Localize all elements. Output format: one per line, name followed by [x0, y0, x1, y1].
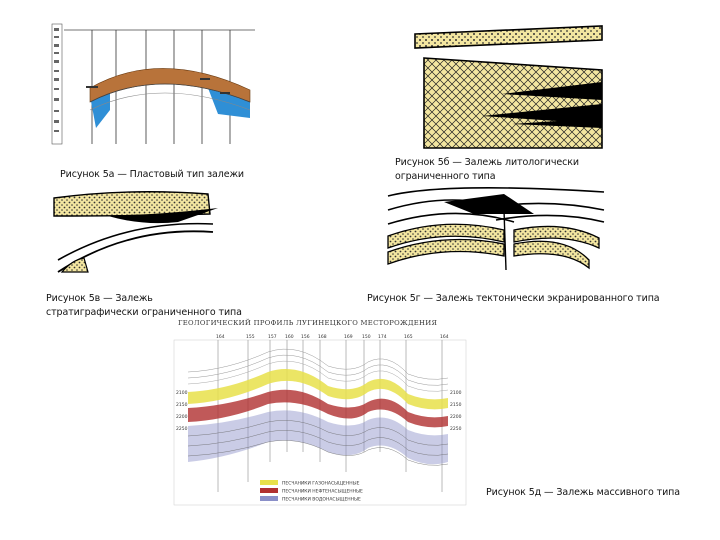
caption-5a: Рисунок 5а — Пластовый тип залежи [60, 169, 244, 180]
depth-label-left: 2200 [176, 414, 188, 420]
well-label: 164 [440, 334, 449, 340]
figure-5d-diagram: ГЕОЛОГИЧЕСКИЙ ПРОФИЛЬ ЛУГИНЕЦКОГО МЕСТОР… [173, 318, 467, 506]
depth-label-right: 2100 [450, 390, 462, 396]
depth-label-right: 2250 [450, 426, 462, 432]
figure-5a-diagram [51, 23, 255, 145]
depth-label-left: 2100 [176, 390, 188, 396]
caption-5d: Рисунок 5д — Залежь массивного типа [486, 487, 680, 498]
well-label: 174 [378, 334, 387, 340]
depth-label-right: 2150 [450, 402, 462, 408]
caption-5b: Рисунок 5б — Залежь литологически ограни… [395, 156, 655, 184]
depth-label-right: 2200 [450, 414, 462, 420]
well-label: 150 [362, 334, 371, 340]
well-label: 156 [301, 334, 310, 340]
figure-5v [48, 186, 223, 278]
well-label: 168 [318, 334, 327, 340]
caption-5v: Рисунок 5в — Залежь стратиграфически огр… [46, 293, 242, 318]
figure-5v-diagram [53, 191, 218, 273]
caption-5b-text: Рисунок 5б — Залежь литологически ограни… [395, 157, 579, 182]
figure-5g [384, 180, 609, 275]
figure-5b-diagram [414, 25, 603, 149]
figure-5a [50, 18, 265, 148]
profile-title: ГЕОЛОГИЧЕСКИЙ ПРОФИЛЬ ЛУГИНЕЦКОГО МЕСТОР… [178, 318, 437, 327]
legend-swatch-water [260, 496, 278, 501]
well-label: 160 [285, 334, 294, 340]
depth-label-left: 2150 [176, 402, 188, 408]
well-label: 164 [216, 334, 225, 340]
legend-label-gas: ПЕСЧАНИКИ ГАЗОНАСЫЩЕННЫЕ [282, 481, 360, 487]
figure-5g-diagram [387, 187, 605, 271]
legend-label-water: ПЕСЧАНИКИ ВОДОНАСЫЩЕННЫЕ [282, 497, 361, 503]
caption-5g: Рисунок 5г — Залежь тектонически экранир… [367, 293, 660, 304]
well-label: 157 [268, 334, 277, 340]
figure-5b [412, 20, 612, 150]
figure-5d: ГЕОЛОГИЧЕСКИЙ ПРОФИЛЬ ЛУГИНЕЦКОГО МЕСТОР… [168, 312, 468, 512]
well-label: 169 [344, 334, 353, 340]
legend-swatch-oil [260, 488, 278, 493]
depth-label-left: 2250 [176, 426, 188, 432]
legend-swatch-gas [260, 480, 278, 485]
legend-label-oil: ПЕСЧАНИКИ НЕФТЕНАСЫЩЕННЫЕ [282, 489, 363, 495]
well-label: 155 [246, 334, 255, 340]
well-label: 165 [404, 334, 413, 340]
